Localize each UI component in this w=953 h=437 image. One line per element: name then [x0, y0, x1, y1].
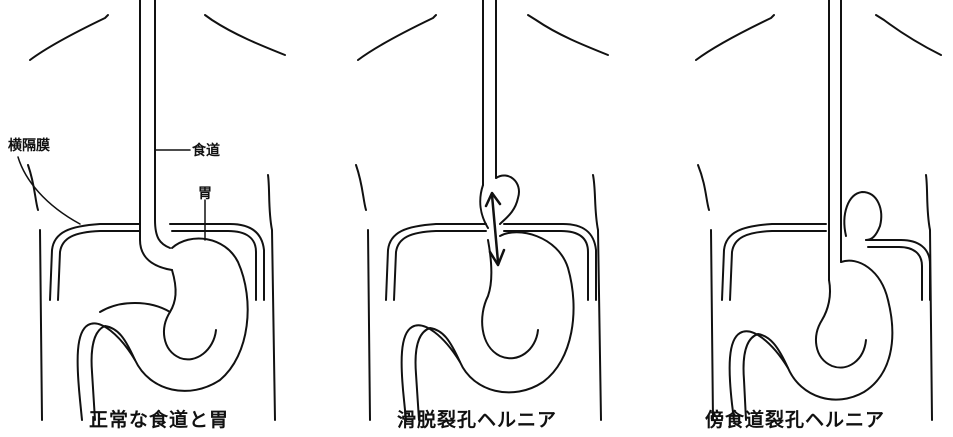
diaphragm-label: 横隔膜 — [8, 135, 50, 155]
left-body-outline — [698, 165, 713, 420]
diaphragm-outer — [722, 224, 930, 300]
right-clavicle — [528, 15, 608, 55]
left-body-outline — [28, 165, 42, 420]
caption-normal: 正常な食道と胃 — [0, 405, 318, 432]
diaphragm-leader — [18, 157, 80, 224]
esophagus-right-wall — [155, 0, 170, 248]
sliding-arrow-shaft — [492, 195, 498, 262]
caption-paraesophageal-hernia: 傍食道裂孔ヘルニア — [636, 405, 953, 432]
stomach-outer — [92, 239, 248, 420]
stomach-label: 胃 — [198, 183, 212, 203]
stomach-inner — [482, 240, 538, 358]
hernia-bulge — [844, 192, 881, 240]
panel-paraesophageal-hernia: 傍食道裂孔ヘルニア — [636, 0, 953, 437]
right-body-outline — [268, 175, 275, 420]
paraesophageal-hernia-drawing — [636, 0, 953, 437]
diaphragm-inner — [730, 231, 922, 300]
right-clavicle — [205, 15, 285, 55]
panel-normal: 横隔膜 食道 胃 正常な食道と胃 — [0, 0, 318, 437]
left-clavicle — [358, 15, 436, 60]
sliding-hernia-drawing — [318, 0, 636, 437]
left-clavicle — [696, 15, 774, 60]
stomach-inner — [164, 270, 216, 359]
caption-sliding-hernia: 滑脱裂孔ヘルニア — [318, 405, 636, 432]
esophagus-label: 食道 — [192, 140, 220, 160]
normal-anatomy-drawing — [0, 0, 318, 437]
left-body-outline — [356, 165, 370, 420]
left-clavicle — [30, 15, 108, 60]
right-clavicle — [876, 15, 941, 55]
stomach-inner — [816, 280, 866, 368]
panel-sliding-hernia: 滑脱裂孔ヘルニア — [318, 0, 636, 437]
